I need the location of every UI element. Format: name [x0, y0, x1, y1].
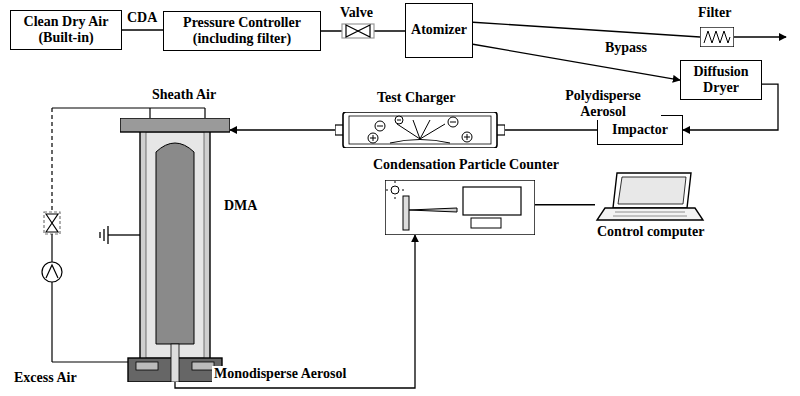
device-label: Test Charger [377, 90, 455, 106]
computer-outline [595, 172, 705, 222]
device-label: DMA [224, 198, 257, 214]
particle-counter-outline [385, 180, 535, 235]
flow-connector [122, 29, 163, 30]
charger-device: Test Charger [335, 112, 505, 148]
dma-column-outline [120, 118, 230, 382]
flow-label: Sheath Air [150, 87, 218, 103]
device-label: Filter [698, 5, 731, 21]
process-box: Pressure Controller (including filter) [163, 11, 321, 51]
dma-column: DMA [120, 118, 230, 382]
flow-connector [230, 129, 335, 130]
computer: Control computer [595, 172, 705, 222]
flow-connector [535, 204, 595, 205]
box-label: Impactor [612, 122, 668, 138]
box-label: Clean Dry Air (Built-in) [15, 14, 117, 46]
process-box: Diffusion Dryer [680, 60, 762, 100]
device-label: Control computer [597, 224, 704, 240]
edge-label: Monodisperse Aerosol [212, 366, 348, 382]
filter-outlet [734, 36, 786, 37]
valve-symbol [342, 24, 374, 38]
box-label: Pressure Controller (including filter) [168, 15, 316, 47]
process-box: Atomizer [405, 3, 473, 58]
box-label: Atomizer [411, 22, 467, 38]
edge-label: Bypass [603, 40, 649, 56]
edge-label: Polydisperse Aerosol [545, 88, 661, 120]
sheath-air-line [52, 108, 205, 118]
box-label: Diffusion Dryer [685, 64, 757, 96]
charger-device-outline [335, 112, 505, 148]
filter-symbol-outline [700, 27, 734, 47]
device-label: Condensation Particle Counter [373, 157, 559, 173]
filter-symbol: Filter [700, 27, 734, 47]
flow-label: Excess Air [12, 370, 79, 386]
edge-label: CDA [125, 10, 159, 26]
process-box: Clean Dry Air (Built-in) [10, 10, 122, 50]
ground-symbol [100, 226, 140, 244]
flow-connector [473, 22, 700, 37]
valve-label: Valve [338, 5, 375, 21]
particle-counter: Condensation Particle Counter [385, 180, 535, 235]
flow-connector [505, 129, 597, 130]
flow-connector [175, 235, 415, 388]
